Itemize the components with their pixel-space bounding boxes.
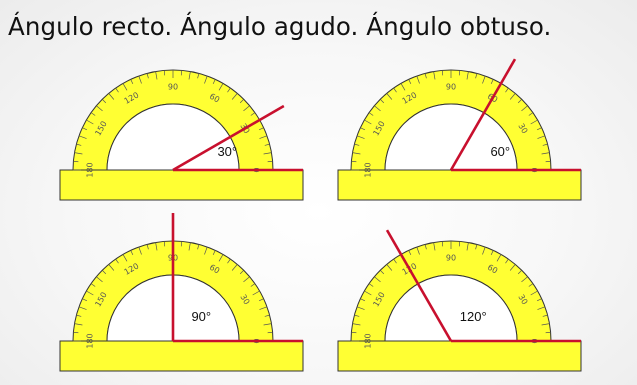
protractor-120: 0306090120150180120° xyxy=(333,228,633,378)
scale-label: 90 xyxy=(168,83,178,92)
angle-rays xyxy=(171,213,303,343)
protractor-inner xyxy=(106,103,240,171)
protractor-svg: 030609012015018060° xyxy=(337,58,582,201)
scale-label: 180 xyxy=(364,162,373,177)
scale-label: 60 xyxy=(208,263,221,276)
angle-ray xyxy=(385,229,453,342)
protractor-base xyxy=(337,340,582,372)
scale-label: 30 xyxy=(516,122,529,135)
scale-label: 180 xyxy=(86,162,95,177)
scale-label: 30 xyxy=(516,293,529,306)
scale-label: 90 xyxy=(446,254,456,263)
angle-value-label: 30° xyxy=(217,144,237,159)
scale-label: 60 xyxy=(208,92,221,105)
protractor-inner xyxy=(384,103,518,171)
scale-label: 60 xyxy=(486,263,499,276)
angle-ray xyxy=(172,104,285,172)
protractor-svg: 030609012015018090° xyxy=(59,213,304,372)
protractor-30: 030609012015018030° xyxy=(55,57,355,207)
protractor-inner xyxy=(384,274,518,342)
protractor-ticks xyxy=(351,70,551,171)
scale-label: 90 xyxy=(446,83,456,92)
scale-label: 180 xyxy=(364,333,373,348)
protractor-base xyxy=(59,169,304,201)
protractor-svg: 0306090120150180120° xyxy=(337,229,582,372)
angle-rays xyxy=(449,58,581,172)
protractor-base xyxy=(337,169,582,201)
angle-value-label: 90° xyxy=(191,309,211,324)
scale-label: 180 xyxy=(86,333,95,348)
protractor-svg: 030609012015018030° xyxy=(59,69,304,201)
protractor-base xyxy=(59,340,304,372)
scale-label: 30 xyxy=(238,293,251,306)
angle-value-label: 120° xyxy=(460,309,487,324)
angle-rays xyxy=(385,229,581,343)
angle-rays xyxy=(172,104,303,172)
angle-value-label: 60° xyxy=(490,144,510,159)
protractor-90: 030609012015018090° xyxy=(55,213,355,378)
protractor-ticks xyxy=(351,241,551,342)
slide-title: Ángulo recto. Ángulo agudo. Ángulo obtus… xyxy=(8,12,552,41)
protractor-60: 030609012015018060° xyxy=(333,57,633,207)
angle-ray xyxy=(449,58,517,171)
